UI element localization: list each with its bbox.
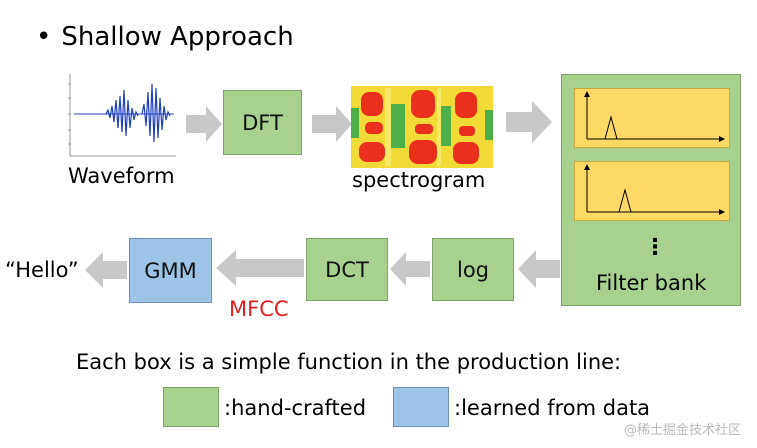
- mfcc-label: MFCC: [229, 297, 289, 321]
- arrow-left-icon: [390, 252, 430, 286]
- legend-green-swatch: [163, 387, 219, 427]
- dft-box: DFT: [223, 90, 302, 155]
- hello-output: “Hello”: [5, 258, 79, 282]
- arrow-left-icon: [85, 252, 127, 288]
- dct-box: DCT: [306, 238, 388, 301]
- heading-bullet: •: [36, 22, 52, 52]
- spectrogram-image: [351, 86, 493, 168]
- spectrogram-label: spectrogram: [352, 168, 486, 192]
- filter-bank-panel: ⋮ Filter bank: [561, 74, 741, 306]
- filter-box: [574, 88, 730, 148]
- filter-response-chart: [584, 164, 725, 215]
- filter-response-chart: [584, 91, 725, 142]
- caption: Each box is a simple function in the pro…: [76, 350, 622, 374]
- legend-blue-label: :learned from data: [454, 396, 651, 420]
- log-box: log: [432, 238, 514, 301]
- filter-bank-label: Filter bank: [596, 271, 707, 295]
- watermark: @稀土掘金技术社区: [623, 423, 741, 438]
- heading-text: Shallow Approach: [61, 22, 294, 52]
- arrow-right-icon: [506, 101, 552, 143]
- arrow-right-icon: [312, 106, 352, 142]
- arrow-right-icon: [186, 106, 222, 142]
- legend-blue-swatch: [393, 387, 449, 427]
- filter-bank-dots: ⋮: [644, 235, 666, 260]
- arrow-left-icon: [216, 250, 304, 286]
- gmm-box: GMM: [129, 238, 212, 303]
- legend-green-label: :hand-crafted: [224, 396, 367, 420]
- waveform-label: Waveform: [68, 164, 175, 188]
- filter-box: [574, 161, 730, 221]
- heading: • Shallow Approach: [36, 22, 294, 52]
- arrow-left-icon: [518, 250, 560, 288]
- waveform-image: [68, 74, 176, 157]
